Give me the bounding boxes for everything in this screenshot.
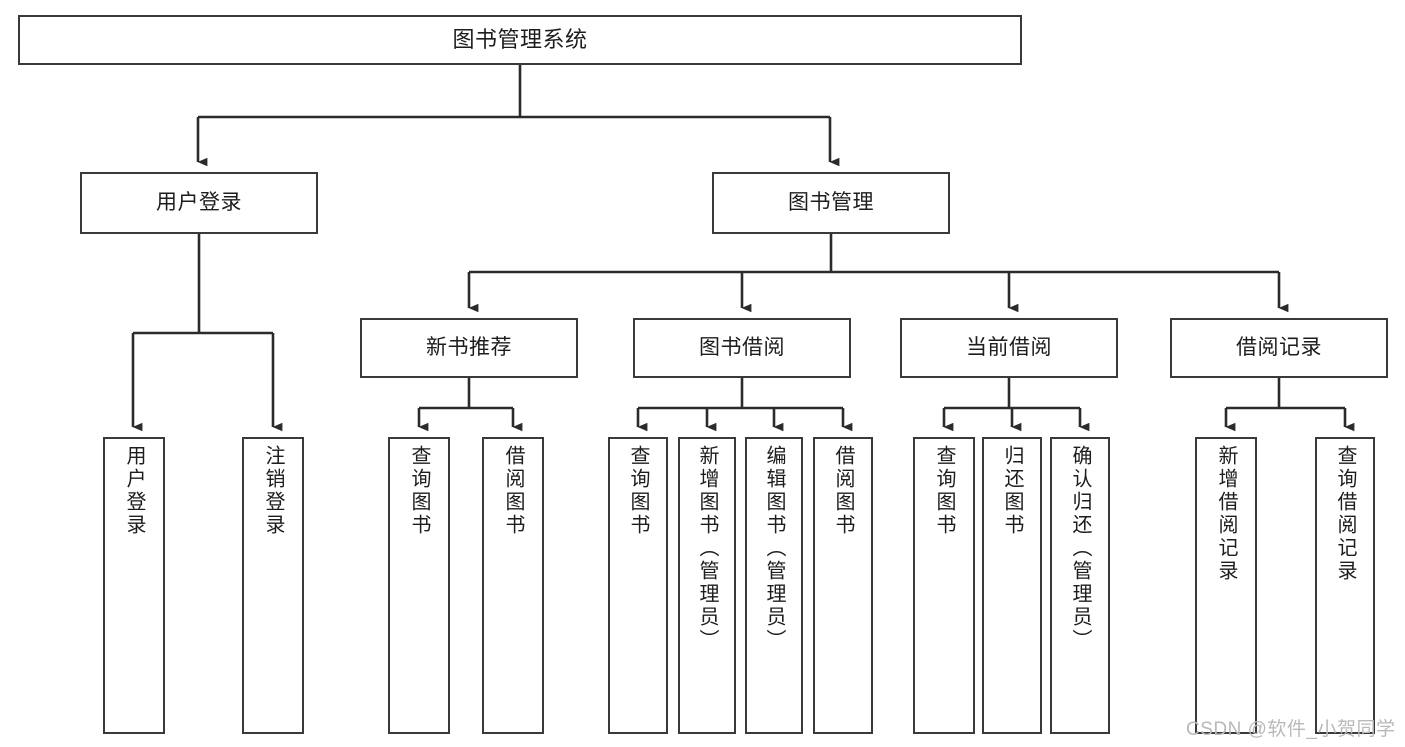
- node-leaf-record-query[interactable]: 查询借阅记录: [1315, 437, 1375, 734]
- node-label: 用户登录: [123, 445, 145, 537]
- node-label: 新书推荐: [426, 336, 512, 360]
- node-label: 确认归还（管理员）: [1069, 445, 1091, 652]
- node-label: 借阅记录: [1236, 336, 1322, 360]
- node-leaf-current-return-book[interactable]: 归还图书: [982, 437, 1042, 734]
- node-label: 查询图书: [408, 445, 430, 537]
- node-leaf-current-query-book[interactable]: 查询图书: [913, 437, 975, 734]
- node-label: 归还图书: [1001, 445, 1023, 537]
- node-leaf-record-add[interactable]: 新增借阅记录: [1195, 437, 1257, 734]
- node-label: 查询借阅记录: [1334, 445, 1356, 583]
- node-root-label: 图书管理系统: [452, 26, 588, 52]
- node-borrow-record[interactable]: 借阅记录: [1170, 318, 1388, 378]
- node-book-manage[interactable]: 图书管理: [712, 172, 950, 234]
- node-label: 当前借阅: [966, 336, 1052, 360]
- node-leaf-current-confirm-return[interactable]: 确认归还（管理员）: [1050, 437, 1110, 734]
- node-leaf-borrow-add-book[interactable]: 新增图书（管理员）: [678, 437, 736, 734]
- node-label: 编辑图书（管理员）: [763, 445, 785, 652]
- node-new-book-rec[interactable]: 新书推荐: [360, 318, 578, 378]
- node-label: 查询图书: [933, 445, 955, 537]
- node-leaf-rec-borrow-book[interactable]: 借阅图书: [482, 437, 544, 734]
- node-label: 新增图书（管理员）: [696, 445, 718, 652]
- node-leaf-user-login[interactable]: 用户登录: [103, 437, 165, 734]
- node-leaf-borrow-edit-book[interactable]: 编辑图书（管理员）: [745, 437, 803, 734]
- node-leaf-user-logout[interactable]: 注销登录: [242, 437, 304, 734]
- node-label: 借阅图书: [832, 445, 854, 537]
- node-root[interactable]: 图书管理系统: [18, 15, 1022, 65]
- node-label: 注销登录: [262, 445, 284, 537]
- node-label: 查询图书: [627, 445, 649, 537]
- node-leaf-borrow-borrow-book[interactable]: 借阅图书: [813, 437, 873, 734]
- node-leaf-borrow-query-book[interactable]: 查询图书: [608, 437, 668, 734]
- watermark: CSDN @软件_小贺同学: [1186, 719, 1396, 740]
- node-label: 用户登录: [156, 191, 242, 215]
- node-label: 图书借阅: [699, 336, 785, 360]
- node-current-borrow[interactable]: 当前借阅: [900, 318, 1118, 378]
- node-user-login[interactable]: 用户登录: [80, 172, 318, 234]
- node-book-borrow[interactable]: 图书借阅: [633, 318, 851, 378]
- node-leaf-rec-query-book[interactable]: 查询图书: [388, 437, 450, 734]
- node-label: 新增借阅记录: [1215, 445, 1237, 583]
- node-label: 借阅图书: [502, 445, 524, 537]
- node-label: 图书管理: [788, 191, 874, 215]
